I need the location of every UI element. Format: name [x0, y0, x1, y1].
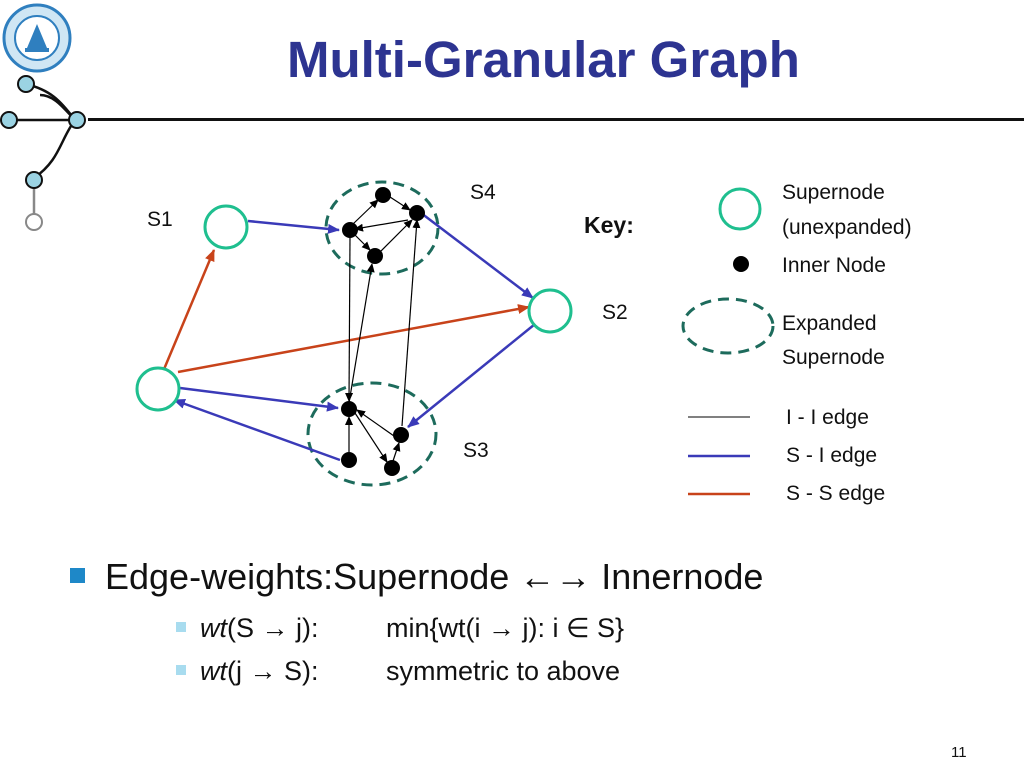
title-rule — [88, 118, 1024, 121]
bullet-edge-weights-text: Edge-weights:Supernode ←→ Innernode — [105, 556, 764, 597]
key-expanded-supernode-symbol — [681, 297, 775, 355]
si-edge — [179, 386, 339, 412]
inner-nodes — [341, 187, 425, 476]
si-edge — [173, 398, 341, 462]
si-edge — [420, 212, 534, 299]
institute-logo-icon — [2, 3, 72, 73]
expanded-supernode-s3 — [306, 381, 438, 487]
label-s4: S4 — [470, 181, 496, 204]
bullet-edge-weights: Edge-weights:Supernode ←→ Innernode — [70, 556, 763, 598]
ss-edge — [160, 249, 216, 375]
sub-bullet-1-arg: (S → j): — [227, 613, 319, 643]
supernode-s1 — [203, 204, 249, 250]
sub-bullet-1: wt(S → j): min{wt(i → j): i ∈ S} — [176, 613, 624, 644]
key-si-edge-label: S - I edge — [786, 444, 878, 467]
sub-bullet-1-fn: wt — [200, 613, 227, 643]
supernode-s2 — [527, 288, 573, 334]
sub-bullet-2: wt(j → S): symmetric to above — [176, 656, 620, 687]
key-supernode-label-2: (unexpanded) — [782, 216, 912, 239]
key-ss-edge-label: S - S edge — [786, 482, 886, 505]
page-number: 11 — [951, 744, 967, 761]
label-s3: S3 — [463, 439, 489, 462]
sub-bullet-2-arg: (j → S): — [227, 656, 319, 686]
label-s2: S2 — [602, 301, 628, 324]
key-supernode-symbol — [718, 187, 762, 231]
key-ii-edge-label: I - I edge — [786, 406, 869, 429]
bullet-square-icon — [70, 567, 85, 583]
key-inner-node-label: Inner Node — [782, 254, 886, 277]
key-heading: Key: — [584, 212, 634, 238]
key-expanded-label-2: Supernode — [782, 346, 885, 369]
sub-bullet-1-value: min{wt(i → j): i ∈ S} — [386, 613, 625, 643]
label-s1: S1 — [147, 208, 173, 231]
corner-decoration — [0, 3, 86, 231]
ss-edge — [177, 304, 530, 374]
sub-bullet-square-icon — [176, 664, 186, 675]
expanded-supernode-s4 — [324, 180, 440, 276]
ii-edges — [345, 196, 421, 463]
supernode-left — [135, 366, 181, 412]
sub-bullet-square-icon — [176, 621, 186, 632]
sub-bullet-2-fn: wt — [200, 656, 227, 686]
sub-bullet-2-value: symmetric to above — [386, 656, 621, 686]
key-supernode-label-1: Supernode — [782, 181, 885, 204]
si-edge — [407, 319, 541, 428]
si-edge — [247, 219, 340, 234]
page-title: Multi-Granular Graph — [287, 31, 800, 88]
key-inner-node-symbol — [733, 256, 749, 272]
key-expanded-label-1: Expanded — [782, 312, 877, 335]
